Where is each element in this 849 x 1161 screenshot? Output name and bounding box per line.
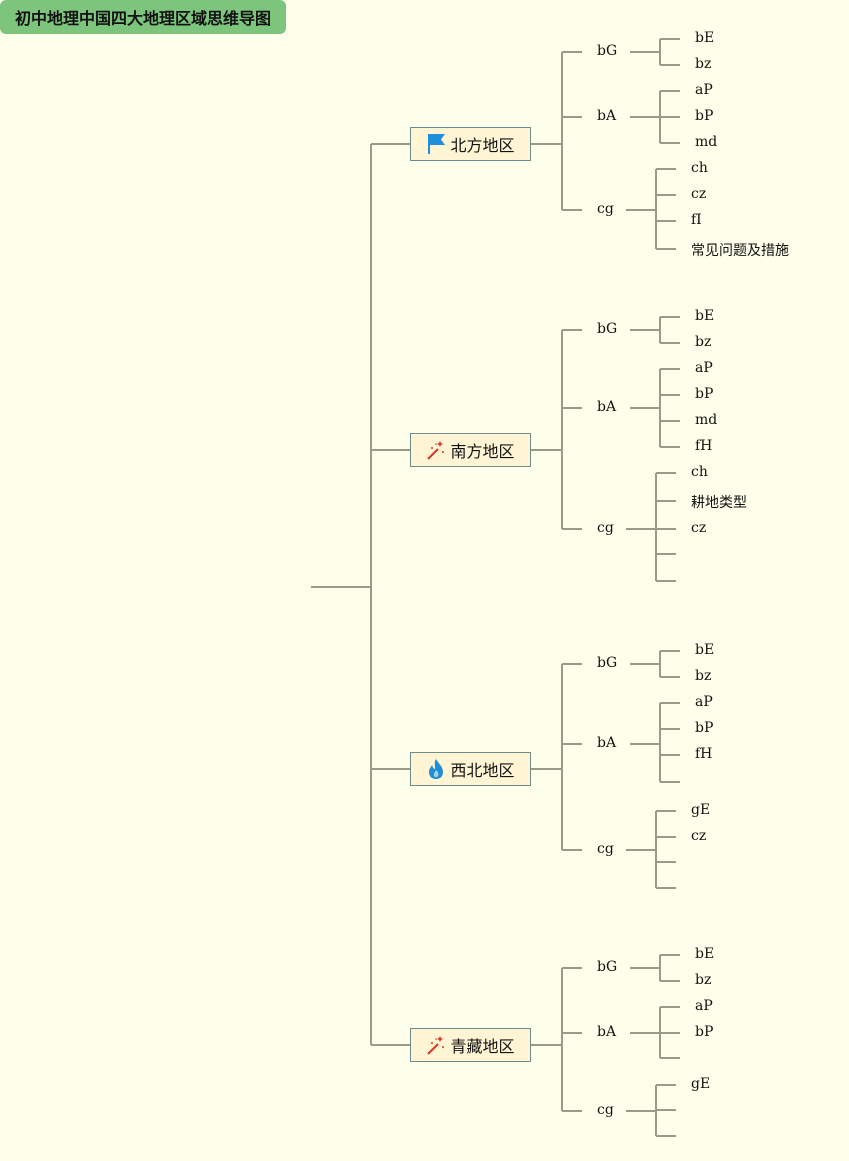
region-node[interactable]: 青藏地区 — [410, 1028, 531, 1062]
leaf-label[interactable]: aP — [695, 998, 713, 1014]
leaf-label[interactable]: bE — [695, 946, 715, 962]
leaf-label[interactable]: cz — [691, 828, 707, 844]
branch-label[interactable]: cg — [597, 1102, 614, 1118]
leaf-label[interactable]: aP — [695, 694, 713, 710]
region-node[interactable]: 西北地区 — [410, 752, 531, 786]
leaf-label[interactable]: aP — [695, 82, 713, 98]
leaf-label[interactable]: bP — [695, 386, 714, 402]
leaf-label[interactable]: bP — [695, 720, 714, 736]
branch-label[interactable]: bG — [597, 655, 618, 671]
branch-label[interactable]: bA — [597, 735, 617, 751]
branch-label[interactable]: bG — [597, 43, 618, 59]
magic-wand-icon — [426, 1034, 446, 1056]
leaf-label[interactable]: bz — [695, 334, 712, 350]
leaf-label[interactable]: md — [695, 412, 718, 428]
region-label: 西北地区 — [450, 761, 515, 780]
leaf-label[interactable]: md — [695, 134, 718, 150]
branch-label[interactable]: cg — [597, 520, 614, 536]
leaf-label[interactable]: bz — [695, 668, 712, 684]
leaf-label[interactable]: bE — [695, 642, 715, 658]
leaf-label[interactable]: fI — [691, 212, 702, 228]
leaf-label[interactable]: bE — [695, 30, 715, 46]
leaf-label[interactable]: ch — [691, 464, 708, 480]
leaf-label[interactable]: 常见问题及措施 — [691, 243, 789, 259]
branch-label[interactable]: cg — [597, 841, 614, 857]
leaf-label[interactable]: cz — [691, 520, 707, 536]
region-node[interactable]: 北方地区 — [410, 127, 531, 161]
branch-label[interactable]: bG — [597, 321, 618, 337]
blue-flag-icon — [426, 133, 446, 155]
leaf-label[interactable]: bP — [695, 108, 714, 124]
region-node[interactable]: 南方地区 — [410, 433, 531, 467]
leaf-label[interactable]: bz — [695, 56, 712, 72]
leaf-label[interactable]: ch — [691, 160, 708, 176]
region-label: 南方地区 — [450, 442, 515, 461]
branch-label[interactable]: bA — [597, 108, 617, 124]
leaf-label[interactable]: aP — [695, 360, 713, 376]
flame-icon — [426, 758, 446, 780]
region-label: 青藏地区 — [450, 1037, 515, 1056]
leaf-label[interactable]: bz — [695, 972, 712, 988]
region-label: 北方地区 — [450, 136, 515, 155]
leaf-label[interactable]: fH — [695, 746, 713, 762]
leaf-label[interactable]: gE — [691, 1076, 711, 1092]
branch-label[interactable]: bG — [597, 959, 618, 975]
root-node[interactable]: 初中地理中国四大地理区域思维导图 — [0, 0, 286, 34]
leaf-label[interactable]: cz — [691, 186, 707, 202]
branch-label[interactable]: cg — [597, 201, 614, 217]
leaf-label[interactable]: bE — [695, 308, 715, 324]
branch-label[interactable]: bA — [597, 399, 617, 415]
branch-label[interactable]: bA — [597, 1024, 617, 1040]
leaf-label[interactable]: bP — [695, 1024, 714, 1040]
leaf-label[interactable]: gE — [691, 802, 711, 818]
leaf-label[interactable]: fH — [695, 438, 713, 454]
magic-wand-icon — [426, 439, 446, 461]
leaf-label[interactable]: 耕地类型 — [691, 495, 747, 511]
root-label: 初中地理中国四大地理区域思维导图 — [14, 9, 271, 28]
